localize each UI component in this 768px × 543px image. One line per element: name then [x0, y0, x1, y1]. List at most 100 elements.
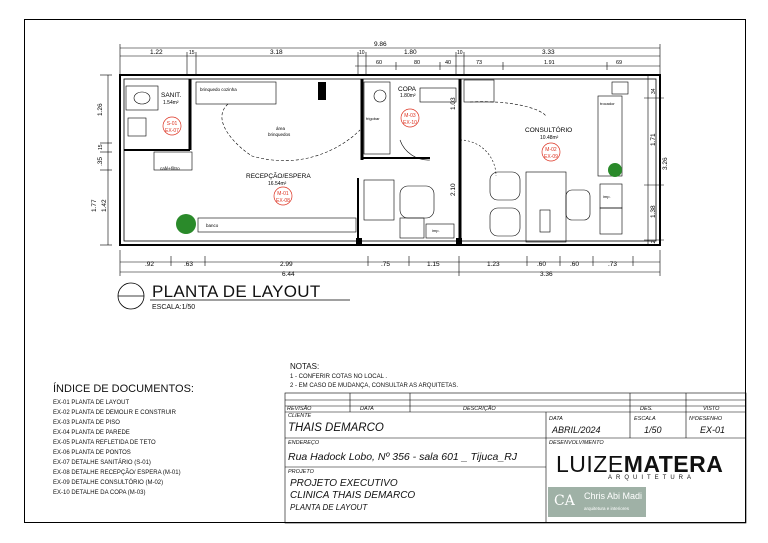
bench [197, 217, 357, 233]
room-consult-name: CONSULTÓRIO [525, 125, 572, 134]
index-item: EX-09 DETALHE CONSULTÓRIO (M-02) [53, 480, 164, 486]
dim-top: 1.22 [150, 49, 163, 56]
cliente-label: CLIENTE [288, 413, 312, 419]
dim-right: 3.26 [662, 157, 669, 170]
projeto-line: CLINICA THAIS DEMARCO [290, 490, 416, 501]
index-item: EX-06 PLANTA DE PONTOS [53, 450, 131, 456]
pantry-cabinet [363, 81, 391, 155]
drawing-title: PLANTA DE LAYOUT [152, 282, 321, 301]
title-block-grid [284, 392, 747, 524]
plan-labels: 9.86 1.22 15 3.18 10 1.80 10 3.33 60 80 … [91, 41, 669, 278]
dim-top-sub: 80 [414, 60, 420, 66]
bench-label: banco [206, 223, 219, 228]
dim-top-sub: 40 [445, 60, 451, 66]
printer-label: imp. [603, 194, 611, 199]
dim-left: 15 [98, 144, 104, 150]
escala-label: ESCALA [634, 416, 656, 422]
room-consult-area: 10.48m² [540, 135, 559, 141]
index-item: EX-02 PLANTA DE DEMOLIR E CONSTRUIR [53, 410, 176, 416]
dim-left: 1.42 [101, 199, 108, 212]
index-item: EX-04 PLANTA DE PAREDE [53, 430, 130, 436]
room-copa-name: COPA [398, 86, 417, 93]
brinq-label: brinquedos [268, 132, 291, 137]
room-sanit-name: SANIT. [161, 92, 181, 99]
dim-top-sub: 73 [476, 60, 482, 66]
hdr-descricao: DESCRIÇÃO [463, 406, 496, 412]
chris-logo-mark: CA [554, 493, 575, 509]
projeto-label: PROJETO [288, 469, 314, 475]
data-label: DATA [549, 416, 563, 422]
furniture [125, 79, 629, 243]
toy-kitchen-label: brinquedo cozinha [200, 87, 237, 92]
dim-bottom-total: 3.36 [540, 271, 553, 278]
frigobar-label: frigobar [366, 116, 380, 121]
dim-top: 3.33 [542, 49, 555, 56]
toy-kitchen [195, 81, 277, 105]
walls [119, 74, 661, 246]
dim-top-sub: 60 [376, 60, 382, 66]
note-item: 1 - CONFERIR COTAS NO LOCAL . [290, 374, 388, 380]
endereco-label: ENDEREÇO [288, 440, 320, 446]
tag-labels: S-01 EX-07 M-03 EX-10 M-02 EX-09 M-01 EX… [165, 113, 558, 204]
cafe-counter [153, 151, 193, 171]
tag-top: S-01 [167, 121, 178, 127]
desk [525, 171, 567, 243]
chris-abi-madi-logo: CA Chris Abi Madi arquitetura e interior… [548, 487, 646, 517]
index-item: EX-10 DETALHE DA COPA (M-03) [53, 490, 146, 496]
dim-bottom: .92 [145, 261, 154, 268]
dim-bottom: 1.23 [487, 261, 500, 268]
printer-label: imp. [432, 228, 440, 233]
tag-bot: EX-07 [165, 128, 179, 134]
desenho-value: EX-01 [700, 425, 726, 435]
dim-top: 15 [189, 50, 195, 56]
title-symbol [117, 282, 350, 310]
cafe-label: café+filtro [160, 166, 180, 171]
dim-top-sub: 69 [616, 60, 622, 66]
desenv-label: DESENVOLVIMENTO [549, 440, 604, 446]
tag-top: M-02 [545, 147, 557, 153]
dim-bottom: .60 [537, 261, 546, 268]
wall-columns [318, 82, 462, 245]
endereco-value: Rua Hadock Lobo, Nº 356 - sala 601 _ Tij… [288, 451, 518, 463]
dim-top: 10 [457, 50, 463, 56]
dim-bottom: 1.15 [427, 261, 440, 268]
dim-top: 1.80 [404, 49, 417, 56]
dim-mid: 1.03 [450, 97, 457, 110]
hdr-des: DES. [640, 406, 653, 412]
dim-right: 12 [651, 240, 657, 246]
room-recep-name: RECEPÇÃO/ESPERA [246, 171, 311, 180]
dim-bottom: .60 [570, 261, 579, 268]
dim-top: 3.18 [270, 49, 283, 56]
toilet [125, 85, 159, 111]
index-item: EX-05 PLANTA REFLETIDA DE TETO [53, 440, 156, 446]
dim-top-sub: 1.91 [544, 60, 555, 66]
note-item: 2 - EM CASO DE MUDANÇA, CONSULTAR AS ARQ… [290, 383, 459, 389]
dim-bottom: .63 [184, 261, 193, 268]
dim-bottom-total: 6.44 [282, 271, 295, 278]
dim-right: 1.38 [650, 205, 657, 218]
cliente-value: THAIS DEMARCO [288, 422, 384, 434]
desenho-label: NºDESENHO [689, 416, 723, 422]
plants [176, 163, 622, 234]
dim-mid: 2.10 [450, 183, 457, 196]
tag-bot: EX-09 [544, 154, 558, 160]
tag-top: M-03 [404, 113, 416, 119]
section-tags [162, 108, 561, 206]
index-heading: ÍNDICE DE DOCUMENTOS: [53, 383, 194, 395]
dim-right: 1.71 [650, 133, 657, 146]
dim-bottom: 2.99 [280, 261, 293, 268]
dim-left: 1.26 [97, 103, 104, 116]
room-copa-area: 1.80m² [400, 93, 416, 99]
escala-value: 1/50 [644, 425, 662, 435]
index-item: EX-01 PLANTA DE LAYOUT [53, 400, 130, 406]
tag-bot: EX-10 [403, 120, 417, 126]
room-recep-area: 16.54m² [268, 181, 287, 187]
room-sanit-area: 1.54m² [163, 100, 179, 106]
logo-luize: LUIZE [556, 451, 624, 477]
dim-left: .35 [97, 157, 104, 166]
chris-logo-sub: arquitetura e interiores [584, 506, 630, 511]
notes-heading: NOTAS: [290, 362, 320, 371]
drawing-scale: ESCALA:1/50 [152, 304, 196, 311]
data-value: ABRIL/2024 [552, 425, 601, 435]
